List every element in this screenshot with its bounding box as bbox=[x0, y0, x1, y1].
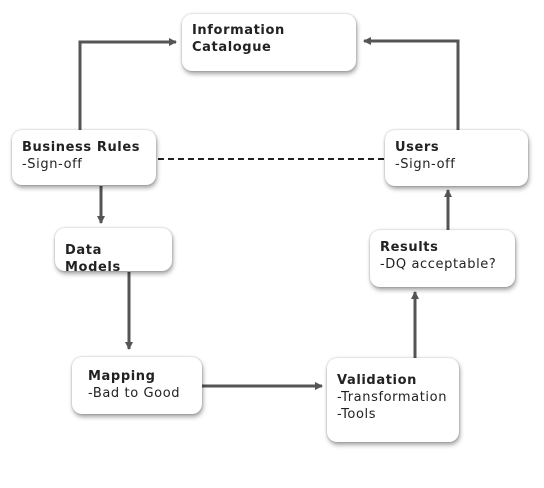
node-title: Mapping bbox=[88, 369, 156, 384]
node-title-line-1: Information bbox=[192, 23, 285, 38]
node-detail: -Sign-off bbox=[395, 157, 456, 172]
node-detail: -Transformation bbox=[337, 390, 448, 405]
node-title-line-2: Catalogue bbox=[192, 40, 272, 55]
node-detail: -DQ acceptable? bbox=[380, 257, 497, 272]
node-title: Users bbox=[395, 140, 440, 155]
arrow-users-to-catalogue bbox=[363, 37, 460, 130]
node-detail: -Sign-off bbox=[22, 157, 83, 172]
node-title: Results bbox=[380, 240, 439, 255]
node-title: Data Models bbox=[65, 243, 121, 275]
node-title: Business Rules bbox=[22, 140, 141, 155]
node-data-models: Data Models bbox=[55, 228, 172, 275]
node-detail: -Tools bbox=[337, 407, 377, 422]
node-mapping: Mapping -Bad to Good bbox=[72, 357, 202, 414]
arrow-business-rules-to-catalogue bbox=[78, 38, 177, 130]
node-results: Results -DQ acceptable? bbox=[370, 230, 515, 287]
node-detail: -Bad to Good bbox=[88, 386, 181, 401]
node-business-rules: Business Rules -Sign-off bbox=[12, 130, 156, 185]
node-validation: Validation -Transformation -Tools bbox=[327, 358, 459, 442]
node-users: Users -Sign-off bbox=[385, 130, 528, 186]
node-information-catalogue: Information Catalogue bbox=[182, 14, 356, 71]
node-title: Validation bbox=[337, 373, 417, 388]
